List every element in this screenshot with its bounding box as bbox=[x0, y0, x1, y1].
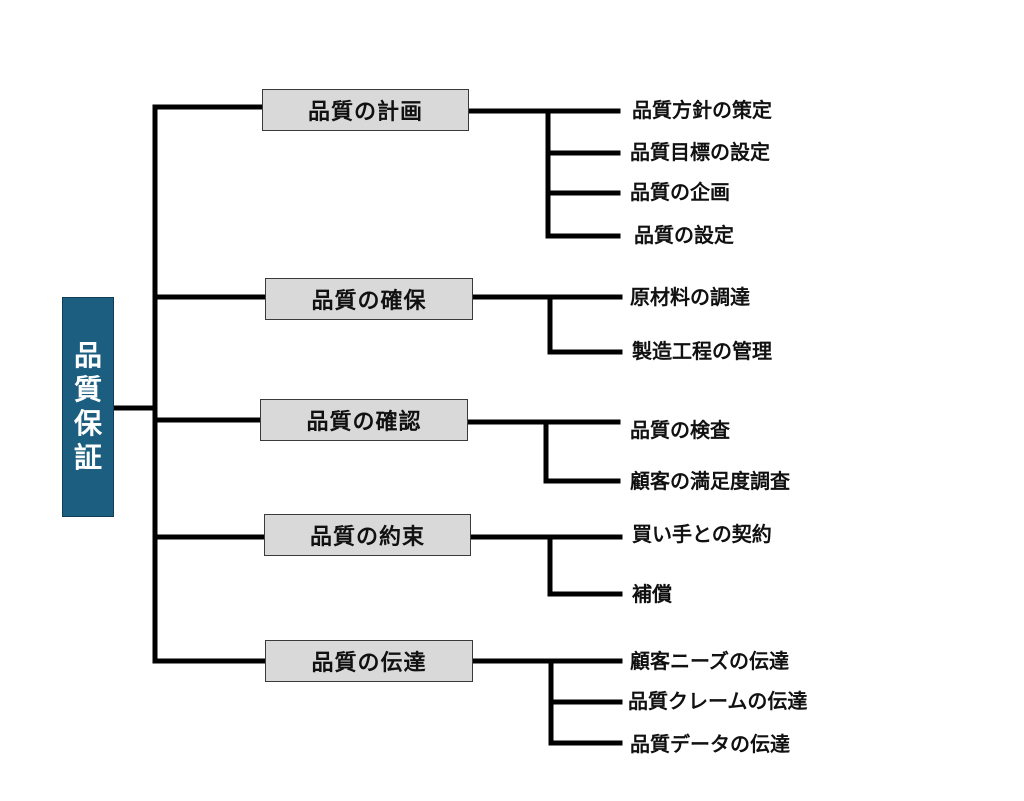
leaf-item: 顧客の満足度調査 bbox=[630, 469, 790, 493]
root-label-char: 品 bbox=[73, 339, 102, 372]
leaf-item: 品質の設定 bbox=[634, 223, 734, 247]
root-node-quality-assurance: 品 質 保 証 bbox=[62, 297, 114, 517]
category-node-planning: 品質の計画 bbox=[262, 89, 469, 131]
leaf-item: 補償 bbox=[632, 582, 672, 606]
leaf-item: 品質の検査 bbox=[630, 418, 730, 442]
leaf-item: 原材料の調達 bbox=[630, 285, 750, 309]
category-node-communication: 品質の伝達 bbox=[265, 640, 473, 682]
category-node-verification: 品質の確認 bbox=[260, 399, 468, 441]
leaf-item: 品質の企画 bbox=[630, 180, 730, 204]
leaf-item: 品質クレームの伝達 bbox=[628, 689, 808, 713]
leaf-item: 品質データの伝達 bbox=[630, 732, 790, 756]
root-label-char: 証 bbox=[73, 441, 102, 474]
category-node-assurance: 品質の確保 bbox=[265, 278, 473, 320]
leaf-item: 買い手との契約 bbox=[632, 522, 772, 546]
category-node-commitment: 品質の約束 bbox=[264, 514, 471, 556]
leaf-item: 品質目標の設定 bbox=[630, 140, 770, 164]
root-label-char: 保 bbox=[73, 407, 102, 440]
leaf-item: 製造工程の管理 bbox=[632, 339, 772, 363]
root-label-char: 質 bbox=[73, 373, 102, 406]
leaf-item: 顧客ニーズの伝達 bbox=[630, 649, 789, 673]
leaf-item: 品質方針の策定 bbox=[632, 98, 772, 122]
